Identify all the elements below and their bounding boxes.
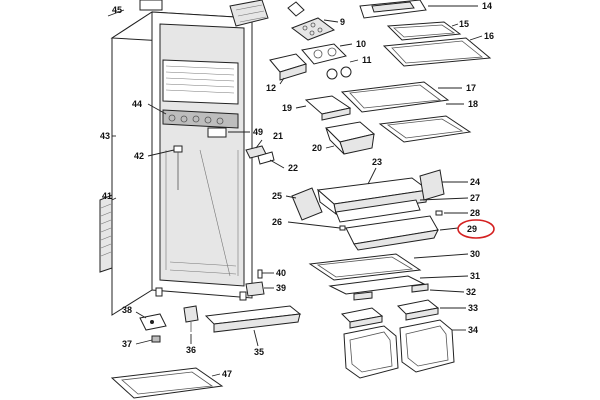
callout-18: 18 <box>468 99 478 109</box>
callout-27: 27 <box>470 193 480 203</box>
pin-part-28 <box>435 210 443 216</box>
callout-11: 11 <box>362 55 372 65</box>
callout-30: 30 <box>470 249 480 259</box>
door-bin-23 <box>316 177 430 216</box>
callout-41: 41 <box>102 191 112 201</box>
callout-15: 15 <box>459 19 469 29</box>
shelf-part-19 <box>304 95 352 121</box>
foot-part-36 <box>183 305 199 332</box>
callout-37: 37 <box>122 339 132 349</box>
knob-part <box>326 66 352 80</box>
callout-38: 38 <box>122 305 132 315</box>
callout-12: 12 <box>266 83 276 93</box>
callout-23: 23 <box>372 157 382 167</box>
shelf-part-17 <box>340 81 450 113</box>
glass-shelf-30 <box>308 253 422 281</box>
callout-26: 26 <box>272 217 282 227</box>
callout-42: 42 <box>134 151 144 161</box>
callout-14: 14 <box>482 1 492 11</box>
tray-part-47 <box>110 367 224 399</box>
top-part-45 <box>139 0 163 11</box>
egg-holder-part <box>301 43 347 65</box>
callout-28: 28 <box>470 208 480 218</box>
callout-9: 9 <box>340 17 345 27</box>
door-bin-29 <box>345 215 439 251</box>
callout-49: 49 <box>253 127 263 137</box>
callout-16: 16 <box>484 31 494 41</box>
crisper-lid-33 <box>340 299 440 329</box>
hinge-part-39 <box>245 281 265 297</box>
pin-part-26 <box>339 225 346 231</box>
callout-31: 31 <box>470 271 480 281</box>
hinge-part-small <box>287 1 305 17</box>
callout-19: 19 <box>282 103 292 113</box>
callout-34: 34 <box>468 325 478 335</box>
callout-22: 22 <box>288 163 298 173</box>
small-box-part <box>269 53 307 81</box>
glass-shelf-15 <box>386 21 462 41</box>
evaporator-part <box>229 0 269 27</box>
bin-part-20 <box>324 121 376 155</box>
highlight-ring <box>457 219 495 239</box>
callout-32: 32 <box>466 287 476 297</box>
callout-44: 44 <box>132 99 142 109</box>
callout-33: 33 <box>468 303 478 313</box>
side-grille-part <box>99 194 113 273</box>
callout-40: 40 <box>276 268 286 278</box>
leader-lines <box>107 5 483 377</box>
clip-part-22 <box>257 151 275 165</box>
callout-10: 10 <box>356 39 366 49</box>
hinge-part-38 <box>139 313 167 331</box>
foot-part-37 <box>151 335 161 343</box>
callout-45: 45 <box>112 5 122 15</box>
fridge-cabinet <box>110 11 254 316</box>
shelf-part-18 <box>378 115 472 143</box>
callout-labels: 45 14 15 16 9 10 11 12 17 19 18 44 43 49… <box>100 1 494 379</box>
ice-tray-part <box>290 17 336 41</box>
callout-17: 17 <box>466 83 476 93</box>
shelf-part-14 <box>359 0 427 19</box>
glass-shelf-16 <box>382 37 492 67</box>
callout-35: 35 <box>254 347 264 357</box>
small-part-40 <box>257 269 263 279</box>
callout-25: 25 <box>272 191 282 201</box>
small-part-32 <box>353 283 429 301</box>
toe-grille-35 <box>204 305 302 333</box>
callout-47: 47 <box>222 369 232 379</box>
crisper-drawer-34 <box>343 319 455 379</box>
callout-39: 39 <box>276 283 286 293</box>
callout-36: 36 <box>186 345 196 355</box>
callout-29: 29 <box>467 224 477 234</box>
bracket-part-24 <box>419 169 445 201</box>
callout-20: 20 <box>312 143 322 153</box>
callout-21: 21 <box>273 131 283 141</box>
callout-24: 24 <box>470 177 480 187</box>
bracket-part-25 <box>291 187 323 221</box>
callout-43: 43 <box>100 131 110 141</box>
flap-part-27 <box>335 199 421 223</box>
